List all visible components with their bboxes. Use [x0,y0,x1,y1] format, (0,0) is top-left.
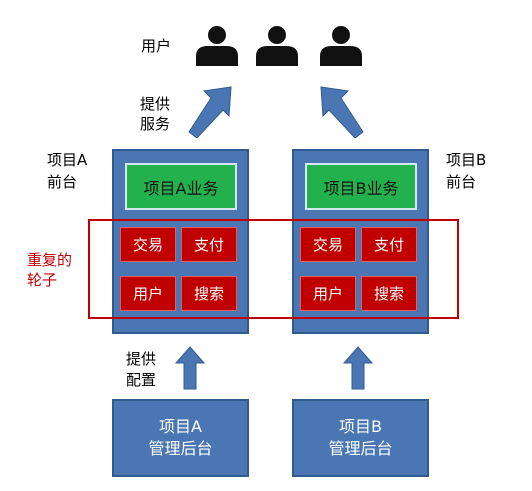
project-b-admin: 项目B 管理后台 [292,399,429,477]
provide-service-label: 提供 服务 [140,95,171,133]
project-a-business: 项目A业务 [125,163,237,210]
arrow-up-right-icon [188,86,232,138]
project-b-module-user: 用户 [300,276,356,311]
project-a-module-user: 用户 [120,276,176,311]
project-b-business: 项目B业务 [305,163,417,210]
arrow-up-icon [343,346,373,390]
users-icons [196,26,362,66]
project-a-module-trade: 交易 [120,227,176,262]
project-a-module-payment: 支付 [181,227,237,262]
users-label: 用户 [141,37,172,55]
reinvented-wheel-outline [88,219,459,319]
project-b-module-search: 搜索 [361,276,417,311]
reinvented-wheel-label: 重复的 轮子 [27,251,73,289]
arrow-up-icon [175,346,205,390]
project-a-admin: 项目A 管理后台 [112,399,249,477]
provide-config-label: 提供 配置 [126,350,157,389]
project-b-module-payment: 支付 [361,227,417,262]
person-icon [196,26,238,66]
arrow-up-left-icon [320,86,364,138]
project-a-frontend-label: 项目A 前台 [47,151,88,191]
project-b-module-trade: 交易 [300,227,356,262]
project-a-module-search: 搜索 [181,276,237,311]
person-icon [320,26,362,66]
person-icon [256,26,298,66]
project-b-frontend-label: 项目B 前台 [446,151,487,191]
